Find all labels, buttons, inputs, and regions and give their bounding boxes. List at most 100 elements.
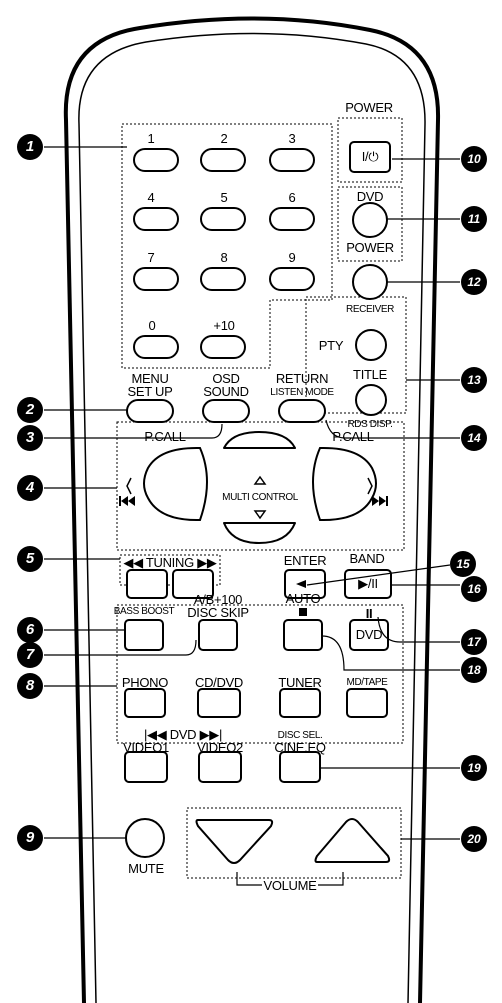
multi-left-arrow-icon xyxy=(126,477,132,495)
multi-up-triangle-icon xyxy=(253,475,267,485)
callout-6: 6 xyxy=(16,616,44,644)
key-4-label: 4 xyxy=(147,190,155,205)
auto-stop-button xyxy=(283,619,323,651)
tuning-back-button xyxy=(126,569,168,599)
multi-up-button xyxy=(223,431,296,449)
set-up-label: SET UP xyxy=(127,384,173,399)
tuning-group xyxy=(119,554,221,586)
multi-down-triangle-icon xyxy=(253,510,267,520)
callout-8-number: 8 xyxy=(25,677,35,694)
tuner-button xyxy=(279,688,321,718)
disc-skip-button xyxy=(198,619,238,651)
listen-mode-label: LISTEN MODE xyxy=(270,387,334,398)
dvd-power-label: POWER xyxy=(346,240,394,255)
callout-16: 16 xyxy=(460,575,488,603)
multi-right-button xyxy=(312,446,377,522)
dvd-skip-label: |◀◀ DVD ▶▶| xyxy=(143,727,223,742)
key-0-label: 0 xyxy=(148,318,156,333)
callout-16-number: 16 xyxy=(467,582,481,596)
multi-control-group xyxy=(116,421,405,551)
enter-arrow-icon xyxy=(296,580,306,588)
callout-14: 14 xyxy=(460,424,488,452)
p-call-right-label: P.CALL xyxy=(332,429,374,444)
callout-11: 11 xyxy=(460,205,488,233)
callout-15: 15 xyxy=(449,550,477,578)
number-keys-group xyxy=(121,123,333,369)
power-label: POWER xyxy=(345,100,393,115)
mute-button xyxy=(125,818,165,858)
dvd-button-label: DVD xyxy=(355,627,383,642)
return-label: RETURN xyxy=(275,371,329,386)
key-1 xyxy=(133,148,179,172)
play-pause-button xyxy=(344,569,392,599)
menu-setup-button xyxy=(126,399,174,423)
pty-label: PTY xyxy=(318,338,344,353)
callout-18: 18 xyxy=(460,656,488,684)
enter-label: ENTER xyxy=(283,553,327,568)
phono-label: PHONO xyxy=(121,675,169,690)
key-2-label: 2 xyxy=(220,131,228,146)
key-6-label: 6 xyxy=(288,190,296,205)
callout-8: 8 xyxy=(16,672,44,700)
dvd-power-group xyxy=(337,186,403,262)
pty-button xyxy=(355,329,387,361)
callout-5: 5 xyxy=(16,545,44,573)
sound-label: SOUND xyxy=(203,384,249,399)
play-pause-label: ▶/II xyxy=(358,576,378,591)
callout-9-number: 9 xyxy=(25,829,35,846)
leader-17 xyxy=(377,616,460,643)
callout-15-number: 15 xyxy=(456,557,470,571)
remote-body-outline xyxy=(63,16,441,1003)
key-7-label: 7 xyxy=(147,250,155,265)
video1-button xyxy=(124,751,168,783)
multi-control-label: MULTI CONTROL xyxy=(222,492,298,503)
video2-label: VIDEO2 xyxy=(197,740,243,755)
callout-13-number: 13 xyxy=(467,373,481,387)
auto-label: AUTO xyxy=(285,591,321,606)
key-2 xyxy=(200,148,246,172)
callout-10-number: 10 xyxy=(467,152,481,166)
tuning-forward-button xyxy=(172,569,214,599)
key-8-label: 8 xyxy=(220,250,228,265)
key-plus10-label: +10 xyxy=(213,318,235,333)
receiver-button xyxy=(352,264,388,300)
rds-disp-label: RDS DISP. xyxy=(347,419,393,430)
tuning-label: ◀◀ TUNING ▶▶ xyxy=(123,555,217,570)
title-label: TITLE xyxy=(353,367,387,382)
cd-dvd-button xyxy=(197,688,241,718)
osd-label: OSD xyxy=(212,371,240,386)
callout-3-number: 3 xyxy=(25,429,35,446)
menu-label: MENU xyxy=(131,371,169,386)
leader-3 xyxy=(44,423,223,439)
key-6 xyxy=(269,207,315,231)
key-8 xyxy=(200,267,246,291)
leader-14 xyxy=(325,419,460,439)
leader-7 xyxy=(44,639,197,656)
key-9 xyxy=(269,267,315,291)
disc-skip-top-label: A/B+100 xyxy=(193,592,243,607)
key-5 xyxy=(200,207,246,231)
cd-dvd-label: CD/DVD xyxy=(194,675,244,690)
callout-20-number: 20 xyxy=(467,832,481,846)
next-track-icon xyxy=(372,496,388,506)
video1-label: VIDEO1 xyxy=(123,740,169,755)
remote-body-inner-outline xyxy=(78,32,426,1003)
key-1-label: 1 xyxy=(147,131,155,146)
callout-17-number: 17 xyxy=(467,635,481,649)
bass-boost-button xyxy=(124,619,164,651)
bass-boost-label: BASS BOOST xyxy=(113,606,175,617)
key-plus10 xyxy=(200,335,246,359)
key-5-label: 5 xyxy=(220,190,228,205)
callout-2-number: 2 xyxy=(25,401,35,418)
callout-20: 20 xyxy=(460,825,488,853)
osd-sound-button xyxy=(202,399,250,423)
title-button xyxy=(355,384,387,416)
multi-right-arrow-icon xyxy=(367,477,373,495)
tuner-label: TUNER xyxy=(278,675,322,690)
callout-4-number: 4 xyxy=(25,479,35,496)
callout-5-number: 5 xyxy=(25,550,35,567)
key-3 xyxy=(269,148,315,172)
callout-19: 19 xyxy=(460,754,488,782)
multi-left-button xyxy=(143,446,208,522)
callout-18-number: 18 xyxy=(467,663,481,677)
